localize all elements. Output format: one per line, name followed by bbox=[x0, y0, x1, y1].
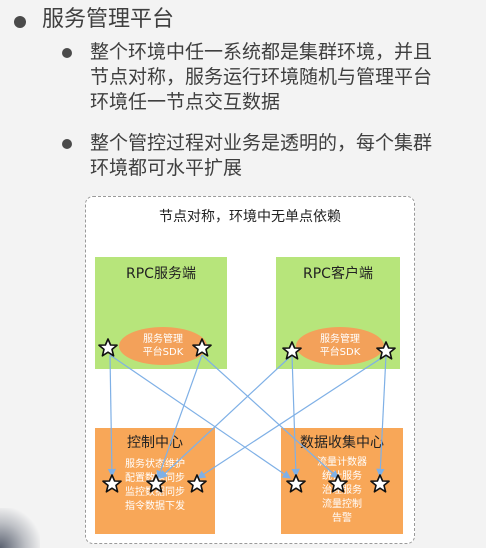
slide-point-2-text: 整个管控过程对业务是透明的，每个集群 环境都可水平扩展 bbox=[90, 132, 433, 179]
bullet-dot bbox=[62, 139, 72, 149]
rpc-server-title: RPC服务端 bbox=[126, 266, 196, 282]
star-icon bbox=[146, 474, 166, 493]
rpc-server-sdk-line-2: 平台SDK bbox=[142, 347, 184, 358]
star-icon bbox=[376, 341, 396, 360]
diagram-title: 节点对称，环境中无单点依赖 bbox=[159, 209, 341, 225]
star-icon bbox=[102, 474, 122, 493]
slide-heading: 服务管理平台 bbox=[42, 7, 175, 32]
rpc-client-sdk-line-2: 平台SDK bbox=[319, 347, 361, 358]
slide-point-1: 整个环境中任一系统都是集群环境，并且 节点对称，服务运行环境随机与管理平台 环境… bbox=[62, 40, 482, 115]
bullet-dot bbox=[14, 16, 26, 28]
slide-point-2: 整个管控过程对业务是透明的，每个集群 环境都可水平扩展 bbox=[62, 131, 482, 181]
star-icon bbox=[282, 341, 302, 360]
rpc-server-sdk-line-1: 服务管理 bbox=[143, 334, 183, 345]
rpc-client-sdk-line-1: 服务管理 bbox=[320, 334, 360, 345]
slide-point-1-text: 整个环境中任一系统都是集群环境，并且 节点对称，服务运行环境随机与管理平台 环境… bbox=[90, 41, 433, 113]
star-icon bbox=[98, 338, 118, 357]
rpc-client-title: RPC客户端 bbox=[303, 266, 373, 282]
star-icon bbox=[192, 338, 212, 357]
corner-shadow bbox=[0, 508, 40, 548]
bullet-dot bbox=[62, 48, 72, 58]
star-icon bbox=[187, 474, 207, 493]
star-icon bbox=[328, 474, 348, 493]
rpc-client-box: RPC客户端 服务管理 平台SDK bbox=[276, 257, 400, 369]
slide-heading-bullet: 服务管理平台 bbox=[14, 6, 174, 34]
star-icon bbox=[286, 474, 306, 493]
star-icon bbox=[370, 474, 390, 493]
